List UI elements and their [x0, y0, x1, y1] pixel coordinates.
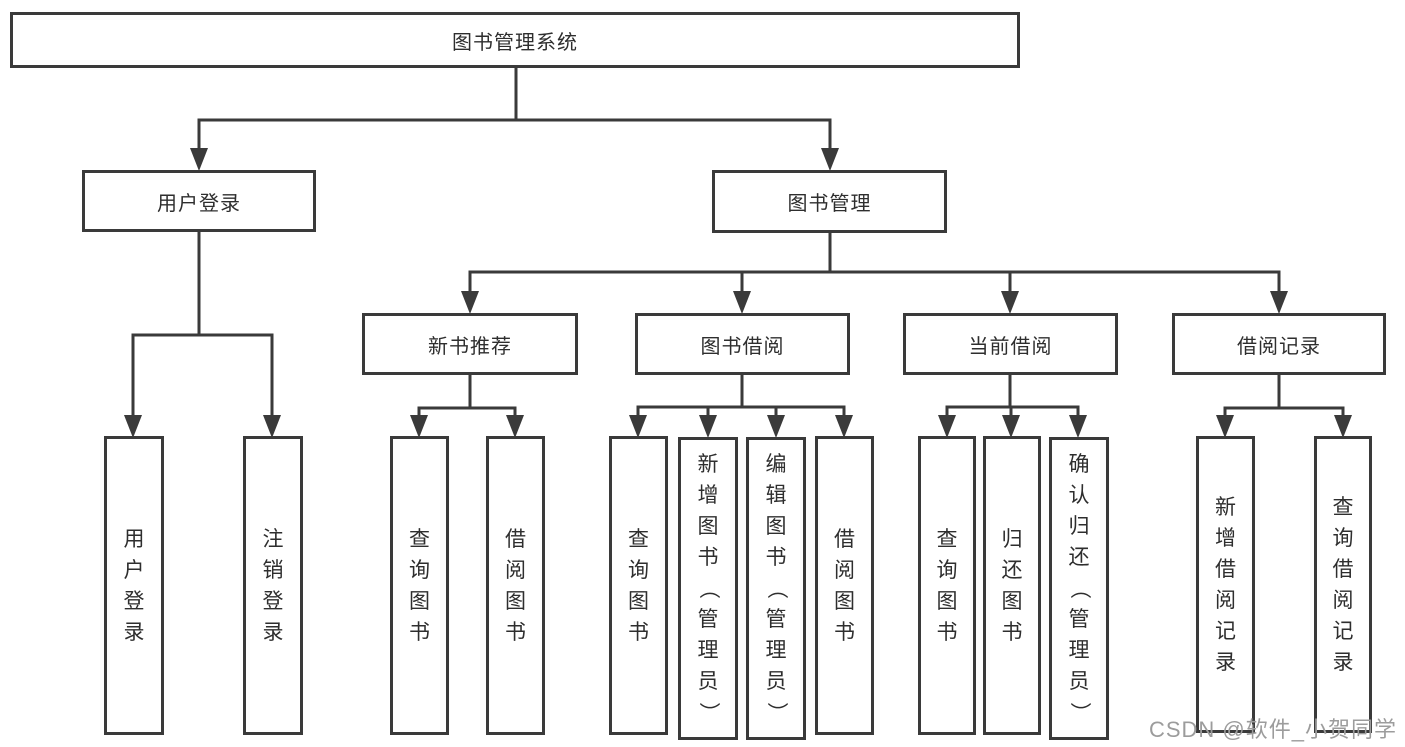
node-label: 当前借阅	[968, 335, 1053, 358]
node-borrowing-records: 借阅记录	[1172, 313, 1386, 375]
node-label: 图书管理系统	[452, 31, 578, 54]
node-label: 借阅记录	[1237, 335, 1321, 358]
node-user-login-leaf: 用户登录	[104, 436, 164, 735]
node-query-books-recommendation: 查询图书	[390, 436, 449, 735]
node-query-books-current: 查询图书	[918, 436, 976, 735]
node-edit-book-admin: 编辑图书（管理员）	[746, 437, 806, 740]
node-label: 用户登录	[157, 192, 241, 215]
node-borrow-books-recommendation: 借阅图书	[486, 436, 545, 735]
node-user-login: 用户登录	[82, 170, 316, 232]
node-current-borrowing: 当前借阅	[903, 313, 1118, 375]
node-add-book-admin: 新增图书（管理员）	[678, 437, 738, 740]
watermark: CSDN @软件_小贺同学	[1148, 717, 1397, 742]
node-borrow-books-leaf: 借阅图书	[815, 436, 874, 735]
node-return-books: 归还图书	[983, 436, 1041, 735]
node-library-management-system: 图书管理系统	[10, 12, 1020, 68]
node-logout: 注销登录	[243, 436, 303, 735]
node-query-borrow-record: 查询借阅记录	[1314, 436, 1372, 733]
node-book-management: 图书管理	[712, 170, 947, 233]
node-query-books-borrowing: 查询图书	[609, 436, 668, 735]
node-confirm-return-admin: 确认归还（管理员）	[1049, 437, 1109, 740]
node-add-borrow-record: 新增借阅记录	[1196, 436, 1255, 733]
node-new-book-recommendation: 新书推荐	[362, 313, 578, 375]
node-book-borrowing: 图书借阅	[635, 313, 850, 375]
node-label: 图书借阅	[700, 335, 785, 358]
node-label: 新书推荐	[428, 335, 512, 358]
node-label: 图书管理	[787, 193, 872, 215]
